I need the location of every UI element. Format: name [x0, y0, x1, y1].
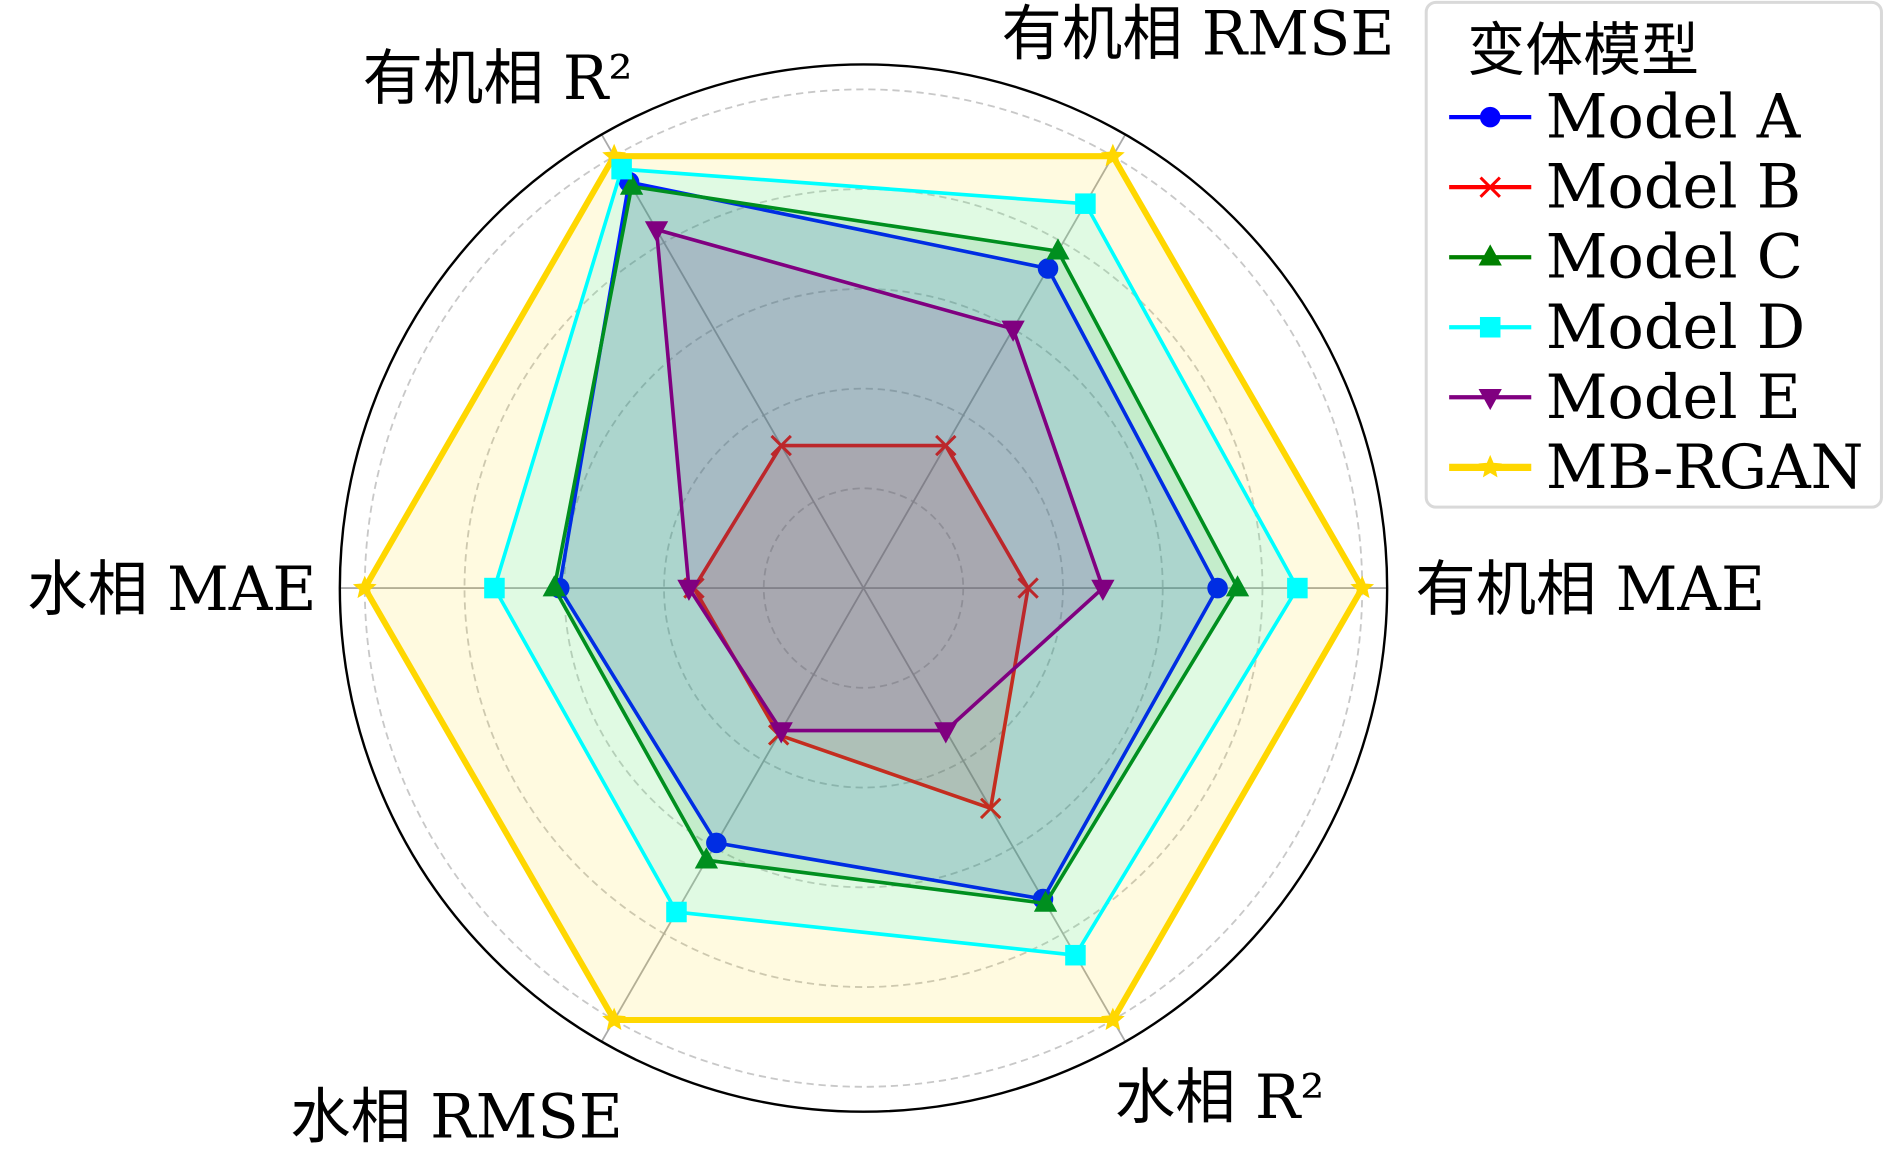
legend-label: Model B	[1546, 153, 1801, 223]
axis-label: 有机相 MAE	[1415, 555, 1765, 625]
legend-item: Model A	[1449, 83, 1802, 153]
series-model-d	[484, 158, 1308, 966]
axis-label: 有机相 RMSE	[1002, 0, 1395, 69]
axis-label: 有机相 R²	[363, 44, 633, 114]
series-fill	[559, 182, 1218, 900]
data-point	[769, 722, 793, 744]
data-point	[484, 577, 505, 599]
axis-label: 水相 MAE	[27, 555, 316, 625]
data-point	[1075, 193, 1096, 214]
data-point	[644, 221, 669, 243]
data-point	[1225, 575, 1250, 597]
data-point	[611, 158, 632, 180]
data-point	[1017, 577, 1039, 599]
legend-item: MB-RGAN	[1449, 433, 1864, 503]
axis-labels: 有机相 MAE 有机相 RMSE 有机相 R² 水相 MAE 水相 RMSE 水相 R²	[27, 0, 1765, 1152]
data-point	[979, 797, 1002, 820]
data-point	[1207, 577, 1228, 599]
data-point	[694, 847, 719, 869]
series-model-e	[644, 221, 1115, 744]
axis-spoke	[600, 134, 865, 589]
legend-label: MB-RGAN	[1546, 433, 1864, 503]
data-point	[1479, 106, 1501, 128]
data-point	[1478, 454, 1503, 478]
data-point	[1001, 320, 1025, 342]
axis-label: 水相 RMSE	[290, 1083, 623, 1152]
series-polygons	[352, 143, 1375, 1030]
data-point	[677, 579, 701, 601]
data-point	[1100, 1007, 1125, 1030]
data-point	[1479, 316, 1501, 338]
data-point	[1033, 890, 1058, 912]
data-point	[602, 1007, 627, 1030]
series-model-c	[542, 173, 1250, 912]
legend-label: Model E	[1546, 363, 1801, 433]
outer-circle	[338, 63, 1389, 1113]
data-point	[934, 722, 958, 744]
legend-item: Model E	[1449, 363, 1801, 433]
data-point	[1478, 388, 1502, 411]
series-fill	[554, 186, 1238, 904]
legend-label: Model D	[1546, 293, 1805, 363]
data-point	[1287, 577, 1308, 599]
data-point	[1350, 575, 1375, 599]
data-point	[1100, 143, 1125, 167]
legend-item: Model B	[1449, 153, 1801, 223]
axis-spoke	[600, 587, 865, 1043]
series-fill	[693, 445, 1029, 809]
axis-spoke	[862, 587, 1127, 1043]
data-point	[706, 832, 727, 854]
data-point	[352, 575, 377, 599]
series-fill	[656, 229, 1103, 731]
legend-box	[1424, 0, 1883, 509]
data-point	[1091, 579, 1115, 601]
data-point	[935, 434, 957, 457]
legend-item: Model D	[1449, 293, 1805, 363]
data-point	[619, 173, 644, 195]
data-point	[542, 575, 566, 597]
data-point	[666, 901, 687, 923]
data-point	[1065, 944, 1086, 966]
legend-title: 变体模型	[1467, 16, 1699, 84]
series-fill	[494, 169, 1298, 956]
data-point	[770, 434, 792, 457]
legend-label: Model A	[1546, 83, 1802, 153]
grid	[338, 63, 1389, 1113]
legend-label: Model C	[1546, 223, 1803, 293]
data-point	[1479, 176, 1501, 198]
data-point	[1046, 238, 1070, 260]
axis-label: 水相 R²	[1115, 1063, 1325, 1133]
legend-item: Model C	[1449, 223, 1803, 293]
data-point	[1478, 244, 1502, 266]
